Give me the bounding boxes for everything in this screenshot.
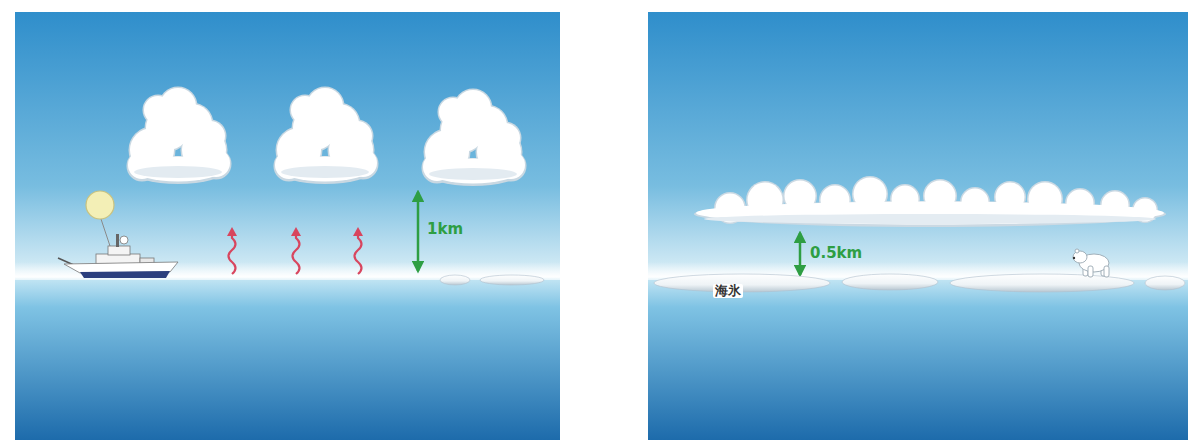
ice-floe xyxy=(1145,276,1185,290)
heat-flux-arrow xyxy=(291,227,301,274)
balloon xyxy=(86,191,114,219)
sea-ice-label: 海氷 xyxy=(713,284,743,298)
ice-floe xyxy=(440,275,470,285)
cumulus-cloud xyxy=(127,87,232,185)
polar-bear xyxy=(1073,249,1109,277)
sea xyxy=(15,278,560,440)
right-panel xyxy=(648,12,1188,440)
stratus-cloud xyxy=(694,176,1166,227)
heat-flux-arrow xyxy=(353,227,363,274)
ice-floe xyxy=(842,274,938,290)
sea xyxy=(648,278,1188,440)
cumulus-cloud xyxy=(422,89,527,187)
height-label: 0.5km xyxy=(810,245,862,262)
height-label: 1km xyxy=(427,221,463,238)
height-arrow xyxy=(799,233,802,275)
ice-floe xyxy=(480,275,544,285)
cumulus-cloud xyxy=(274,87,379,185)
research-ship xyxy=(58,191,178,278)
sky xyxy=(15,12,560,280)
left-panel xyxy=(15,12,560,440)
horizon-haze xyxy=(15,262,560,280)
height-arrow xyxy=(417,192,420,271)
heat-flux-arrow xyxy=(227,227,237,274)
sky xyxy=(648,12,1188,280)
